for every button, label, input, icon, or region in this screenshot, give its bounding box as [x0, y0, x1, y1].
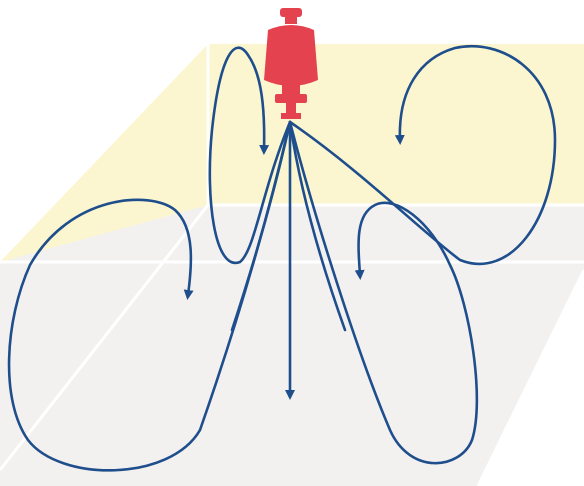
floor: [0, 205, 584, 486]
